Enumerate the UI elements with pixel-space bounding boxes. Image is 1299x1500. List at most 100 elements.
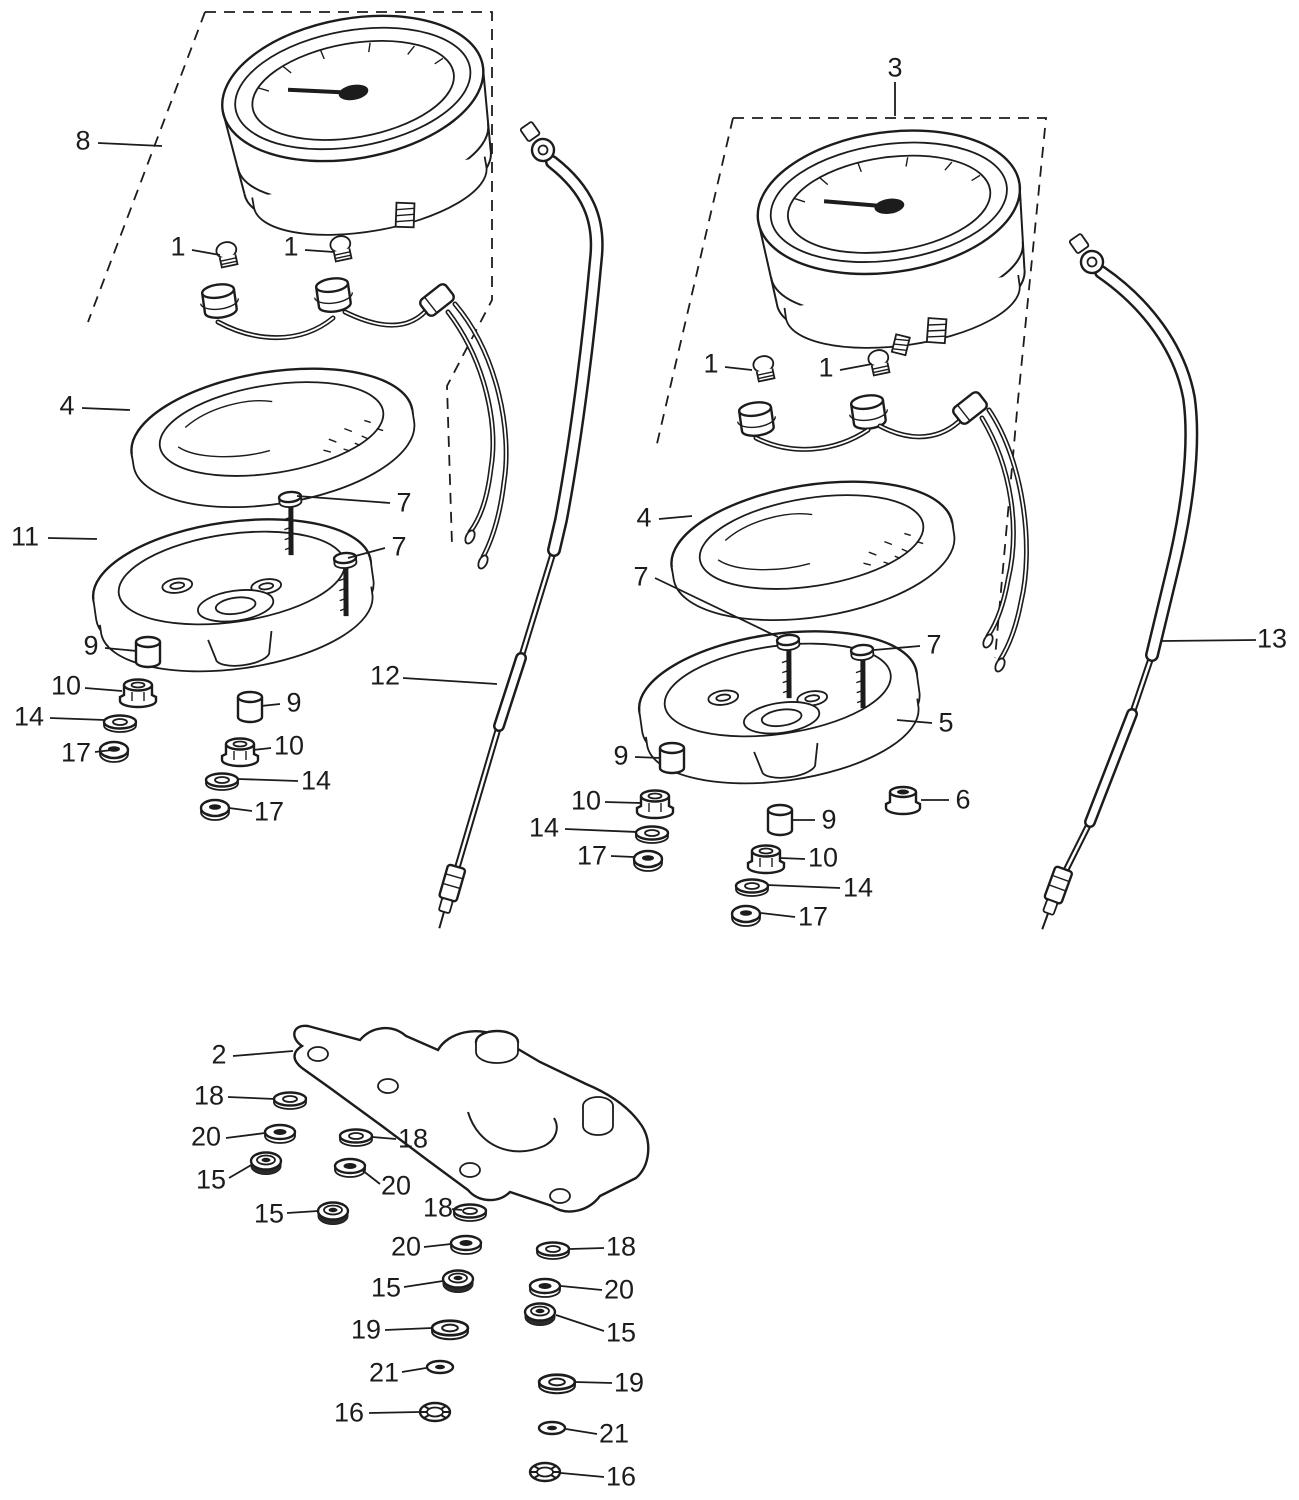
leader-line-18-40 [451,1208,463,1211]
part-callout-1: 1 [818,352,834,383]
part-callout-16: 16 [605,1461,637,1492]
leader-line-20-44 [560,1285,603,1291]
leader-line-19-49 [574,1381,613,1384]
dashed-boundary-right-assembly [655,117,1047,659]
gauge-cable-right [1032,229,1199,934]
part-callout-9: 9 [821,804,837,835]
leader-line-14-27 [564,828,638,833]
part-callout-14: 14 [300,765,332,796]
leader-line-7-9 [296,495,391,504]
leader-line-9-17 [104,647,138,652]
part-callout-18: 18 [605,1231,637,1262]
part-callout-2: 2 [211,1039,227,1070]
part-callout-4: 4 [636,502,652,533]
part-callout-13: 13 [1256,623,1288,654]
leader-line-17-28 [610,855,635,858]
part-callout-17: 17 [797,901,829,932]
leader-line-10-22 [252,747,272,751]
leader-line-16-48 [368,1411,420,1414]
part-callout-10: 10 [273,730,305,761]
part-callout-19: 19 [350,1314,382,1345]
part-callout-7: 7 [633,561,649,592]
leader-line-19-46 [384,1327,433,1331]
part-callout-12: 12 [369,660,401,691]
part-callout-10: 10 [50,670,82,701]
leader-line-9-25 [634,756,662,759]
part-callout-1: 1 [283,231,299,262]
leader-line-4-6 [81,407,131,411]
wiring-connector [952,391,988,425]
part-callout-21: 21 [368,1357,400,1388]
part-callout-15: 15 [253,1198,285,1229]
bracket-hole [377,1078,399,1094]
leader-line-1-2 [191,249,221,256]
mounting-bracket [293,1024,650,1213]
part-callout-9: 9 [83,630,99,661]
part-callout-17: 17 [576,840,608,871]
bracket-hole [307,1046,329,1062]
leader-line-16-51 [560,1472,605,1478]
leader-line-7-10 [347,547,386,559]
leader-line-14-23 [237,778,299,782]
leader-line-18-37 [371,1136,397,1140]
part-callout-4: 4 [59,390,75,421]
wire-terminal [477,554,489,570]
leader-line-14-19 [49,717,106,721]
part-callout-17: 17 [253,796,285,827]
gauge-stub [890,333,911,357]
leader-line-1-5 [839,363,873,371]
part-callout-1: 1 [703,348,719,379]
part-callout-14: 14 [842,872,874,903]
part-callout-8: 8 [75,125,91,156]
leader-line-10-18 [84,687,123,692]
bracket-wire-clip [467,1111,558,1153]
part-callout-1: 1 [170,231,186,262]
leader-line-15-42 [403,1280,444,1288]
leader-line-15-39 [286,1210,319,1214]
part-callout-20: 20 [380,1170,412,1201]
part-callout-19: 19 [613,1367,645,1398]
part-callout-14: 14 [13,701,45,732]
part-callout-7: 7 [396,487,412,518]
leader-line-7-11 [654,577,779,638]
gauge-cable-middle [429,117,604,932]
part-callout-20: 20 [390,1231,422,1262]
part-callout-18: 18 [397,1123,429,1154]
leader-line-10-26 [604,801,642,804]
leader-line-13-14 [1161,639,1257,642]
leader-line-7-12 [873,645,921,651]
wire-terminal [982,633,994,649]
part-callout-9: 9 [613,740,629,771]
part-callout-15: 15 [370,1272,402,1303]
part-callout-14: 14 [528,812,560,843]
leader-line-17-32 [760,912,796,918]
dashed-boundary-left-assembly [87,11,493,546]
wiring-connector [419,283,455,317]
wire-terminal [464,529,476,545]
part-callout-20: 20 [190,1121,222,1152]
part-callout-21: 21 [598,1418,630,1449]
leader-line-4-7 [658,515,693,520]
leader-line-1-4 [724,366,753,371]
part-callout-7: 7 [391,531,407,562]
part-callout-5: 5 [938,707,954,738]
part-callout-15: 15 [605,1317,637,1348]
bracket-hole [459,1162,481,1178]
leader-line-17-24 [228,807,253,812]
part-callout-15: 15 [195,1164,227,1195]
wire-terminal [994,657,1006,673]
part-callout-10: 10 [570,785,602,816]
right-gauge-assembly [630,112,1043,801]
leader-line-1-3 [304,249,335,253]
leader-line-18-34 [227,1096,276,1100]
bracket-hole [549,1188,571,1204]
part-callout-11: 11 [10,521,40,552]
left-gauge-assembly [84,0,511,689]
leader-line-9-21 [260,703,281,707]
part-callout-6: 6 [955,784,971,815]
leader-line-21-47 [401,1367,427,1373]
leader-line-11-8 [47,537,98,540]
leader-line-15-45 [555,1314,605,1332]
